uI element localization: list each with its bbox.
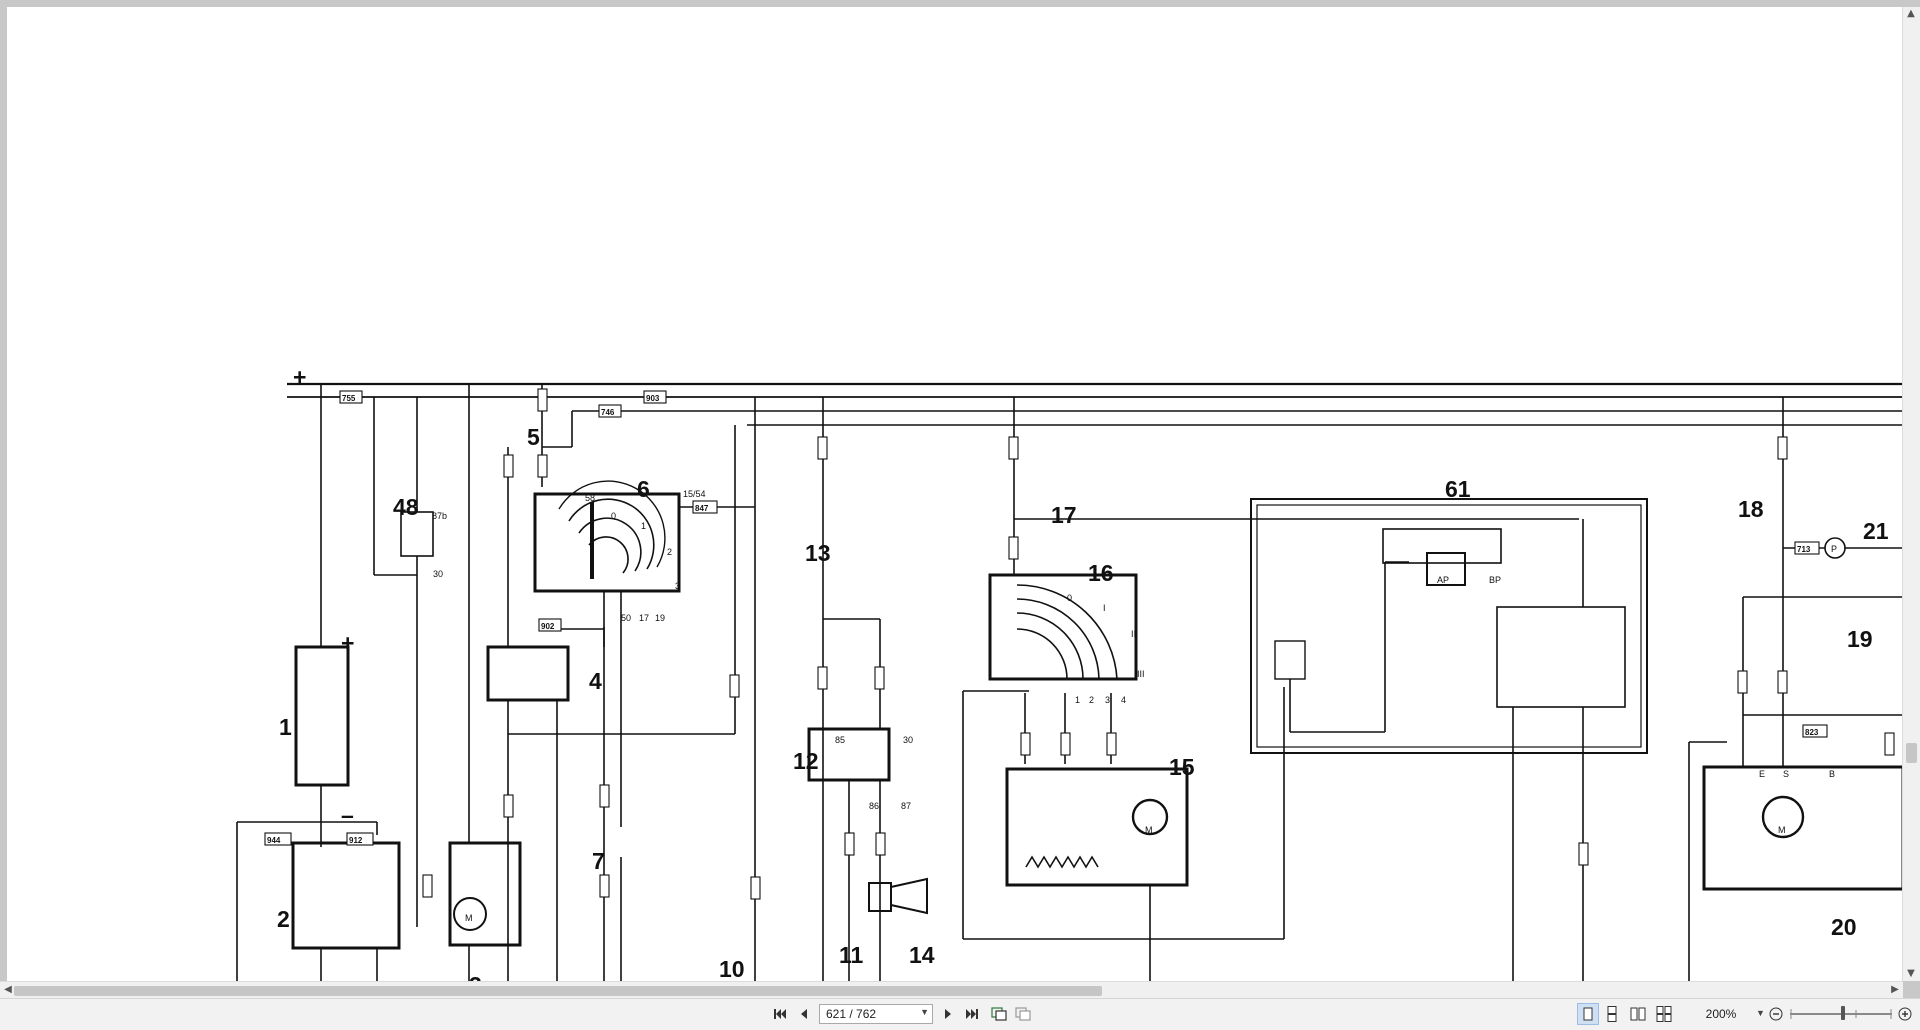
terminal-87b: 87b [432, 511, 447, 521]
bus-plus: + [293, 364, 306, 390]
scroll-down-icon[interactable]: ▼ [1907, 968, 1915, 979]
motor-20-symbol: M [1778, 825, 1786, 835]
terminal-58: 58 [585, 493, 595, 503]
zoom-slider-thumb[interactable] [1841, 1006, 1846, 1020]
component-5: 5 [527, 424, 540, 450]
zoom-in-icon[interactable] [1894, 1003, 1916, 1025]
vertical-scroll-thumb[interactable] [1906, 743, 1917, 764]
terminal-86: 86 [869, 801, 879, 811]
switch16-terminal-1: 1 [1075, 695, 1080, 705]
component-14: 14 [909, 942, 935, 968]
terminal-b: B [1829, 769, 1835, 779]
wiring-diagram: 1 2 3 4 5 6 7 10 11 12 13 14 15 16 17 18… [236, 364, 1903, 981]
terminal-87: 87 [901, 801, 911, 811]
terminal-15-54: 15/54 [683, 489, 706, 499]
terminal-50: 50 [621, 613, 631, 623]
terminal-30-48: 30 [433, 569, 443, 579]
terminal-85: 85 [835, 735, 845, 745]
gauge16-mark-0: 0 [1067, 593, 1072, 603]
zoom-slider[interactable] [1790, 1013, 1892, 1015]
component-13: 13 [805, 540, 831, 566]
page-indicator: 621 / 762 [826, 1007, 877, 1021]
wire-label-755: 755 [342, 394, 356, 403]
component-16: 16 [1088, 560, 1114, 586]
chevron-down-icon[interactable]: ▼ [920, 1007, 929, 1017]
viewer-toolbar: 621 / 762 ▼ 200% ▼ [0, 998, 1920, 1030]
battery-minus: – [341, 802, 354, 828]
component-2: 2 [277, 906, 290, 932]
document-viewport[interactable]: 1 2 3 4 5 6 7 10 11 12 13 14 15 16 17 18… [7, 7, 1903, 981]
vertical-scrollbar[interactable]: ▲ ▼ [1902, 7, 1920, 981]
next-page-icon[interactable] [937, 1003, 959, 1025]
component-21: 21 [1863, 518, 1889, 544]
page-number-field[interactable]: 621 / 762 ▼ [819, 1004, 933, 1024]
gauge16-mark-iii: III [1137, 669, 1145, 679]
continuous-facing-icon[interactable] [1653, 1003, 1675, 1025]
terminal-e: E [1759, 769, 1765, 779]
zoom-level[interactable]: 200% [1705, 1007, 1737, 1021]
pump-21-symbol: P [1831, 544, 1837, 554]
component-1: 1 [279, 714, 292, 740]
last-page-icon[interactable] [961, 1003, 983, 1025]
wire-label-823: 823 [1805, 728, 1819, 737]
scroll-left-icon[interactable]: ◀ [4, 984, 12, 995]
switch16-terminal-3: 3 [1105, 695, 1110, 705]
wire-label-912: 912 [349, 836, 363, 845]
component-12: 12 [793, 748, 819, 774]
wire-label-902: 902 [541, 622, 555, 631]
facing-pages-icon[interactable] [1627, 1003, 1649, 1025]
component-3: 3 [469, 972, 482, 981]
go-forward-view-icon[interactable] [1012, 1003, 1034, 1025]
motor-3-symbol: M [465, 913, 473, 923]
gauge6-mark-0: 0 [611, 511, 616, 521]
component-7: 7 [592, 848, 605, 874]
component-15: 15 [1169, 754, 1195, 780]
terminal-19: 19 [655, 613, 665, 623]
horizontal-scroll-thumb[interactable] [14, 986, 1102, 996]
component-4: 4 [589, 668, 602, 694]
continuous-page-icon[interactable] [1601, 1003, 1623, 1025]
component-61: 61 [1445, 476, 1471, 502]
wire-label-746: 746 [601, 408, 615, 417]
zoom-slider-ticks [1790, 1009, 1892, 1019]
terminal-s: S [1783, 769, 1789, 779]
switch16-terminal-2: 2 [1089, 695, 1094, 705]
component-19: 19 [1847, 626, 1873, 652]
component-10: 10 [719, 956, 745, 981]
battery-plus: + [341, 630, 354, 656]
go-back-view-icon[interactable] [988, 1003, 1010, 1025]
gauge6-mark-3: 3 [675, 581, 680, 591]
gauge16-mark-ii: II [1131, 629, 1136, 639]
scroll-right-icon[interactable]: ▶ [1891, 984, 1899, 995]
single-page-icon[interactable] [1577, 1003, 1599, 1025]
wire-label-903: 903 [646, 394, 660, 403]
wire-label-713: 713 [1797, 545, 1811, 554]
component-17: 17 [1051, 502, 1077, 528]
motor-15-symbol: M [1145, 825, 1153, 835]
zoom-out-icon[interactable] [1765, 1003, 1787, 1025]
switch16-terminal-4: 4 [1121, 695, 1126, 705]
gauge16-mark-i: I [1103, 603, 1106, 613]
component-18: 18 [1738, 496, 1764, 522]
component-48: 48 [393, 494, 419, 520]
gauge6-mark-2: 2 [667, 547, 672, 557]
terminal-30-12: 30 [903, 735, 913, 745]
first-page-icon[interactable] [769, 1003, 791, 1025]
device61-ap: AP [1437, 575, 1449, 585]
previous-page-icon[interactable] [793, 1003, 815, 1025]
horizontal-scrollbar[interactable]: ◀ ▶ [0, 981, 1903, 999]
scroll-up-icon[interactable]: ▲ [1907, 8, 1915, 19]
gauge6-mark-1: 1 [641, 521, 646, 531]
wire-label-944: 944 [267, 836, 281, 845]
wire-label-847: 847 [695, 504, 709, 513]
component-11: 11 [839, 942, 864, 968]
chevron-down-icon[interactable]: ▼ [1756, 1008, 1765, 1018]
component-20: 20 [1831, 914, 1857, 940]
device61-bp: BP [1489, 575, 1501, 585]
terminal-17: 17 [639, 613, 649, 623]
component-6: 6 [637, 476, 650, 502]
